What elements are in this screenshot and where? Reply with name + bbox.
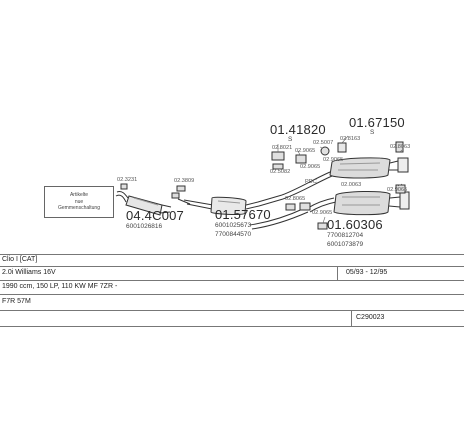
part-sub-1: 6001026816 [126,223,163,230]
small-label-3: 02.8021 [272,145,293,151]
exhaust-system-diagram [115,135,410,230]
table-rule-3 [0,294,464,295]
part-number-2: 01.57670 [215,207,271,222]
table-bottom-rule [0,326,464,327]
small-label-7: 02.8063 [390,144,411,150]
vehicle-date-range: 05/93 - 12/95 [346,269,388,276]
table-rule-1 [0,266,464,267]
infobox-line-3: Gemmenschaltung [58,205,100,212]
small-label-5: 02.5007 [313,140,334,146]
small-label-10: 02.9065 [323,157,344,163]
small-label-4: 02.9065 [295,148,316,154]
table-top-rule [0,254,464,255]
infobox-line-1: Artikelte [69,191,89,198]
small-label-11: PDC [305,179,317,185]
vehicle-model: Clio I [CAT] [2,256,38,263]
small-label-2: 02.3809 [174,178,195,184]
small-label-6: 02.8163 [340,136,361,142]
part-sub-2a: 6001025673 [215,222,252,229]
part-number-3: 01.41820 [270,122,326,137]
engine-code: F7R 57M [2,298,31,305]
part-sub-2b: 7700844570 [215,231,252,238]
table-divider-date [337,266,338,280]
part-number-1: 04.4C007 [126,208,184,223]
parts-info-box: Artikelte nue Gemmenschaltung [44,186,114,218]
part-sub-5a: 7700812704 [327,232,364,239]
small-label-12: 02.0063 [341,182,362,188]
small-label-8: 02.5082 [270,169,291,175]
small-label-9: 02.9065 [300,164,321,170]
small-label-15: 02.9065 [387,187,408,193]
vehicle-specs: 1990 ccm, 150 LP, 110 KW MF 7ZR - [2,283,118,290]
reference-number: C290023 [356,314,385,321]
table-divider-ref [351,310,352,326]
part-suffix-4: S [370,129,375,136]
infobox-line-2: nue [74,198,84,205]
table-rule-2 [0,280,464,281]
small-label-1: 02.3231 [117,177,138,183]
small-label-13: 02.8065 [285,196,306,202]
part-suffix-3: S [288,136,293,143]
small-label-14: 02.9065 [312,210,333,216]
table-rule-4 [0,310,464,311]
part-sub-5b: 6001073879 [327,241,364,248]
vehicle-engine: 2.0i Williams 16V [2,269,56,276]
part-number-5: 01.60306 [327,217,383,232]
part-number-4: 01.67150 [349,115,405,130]
